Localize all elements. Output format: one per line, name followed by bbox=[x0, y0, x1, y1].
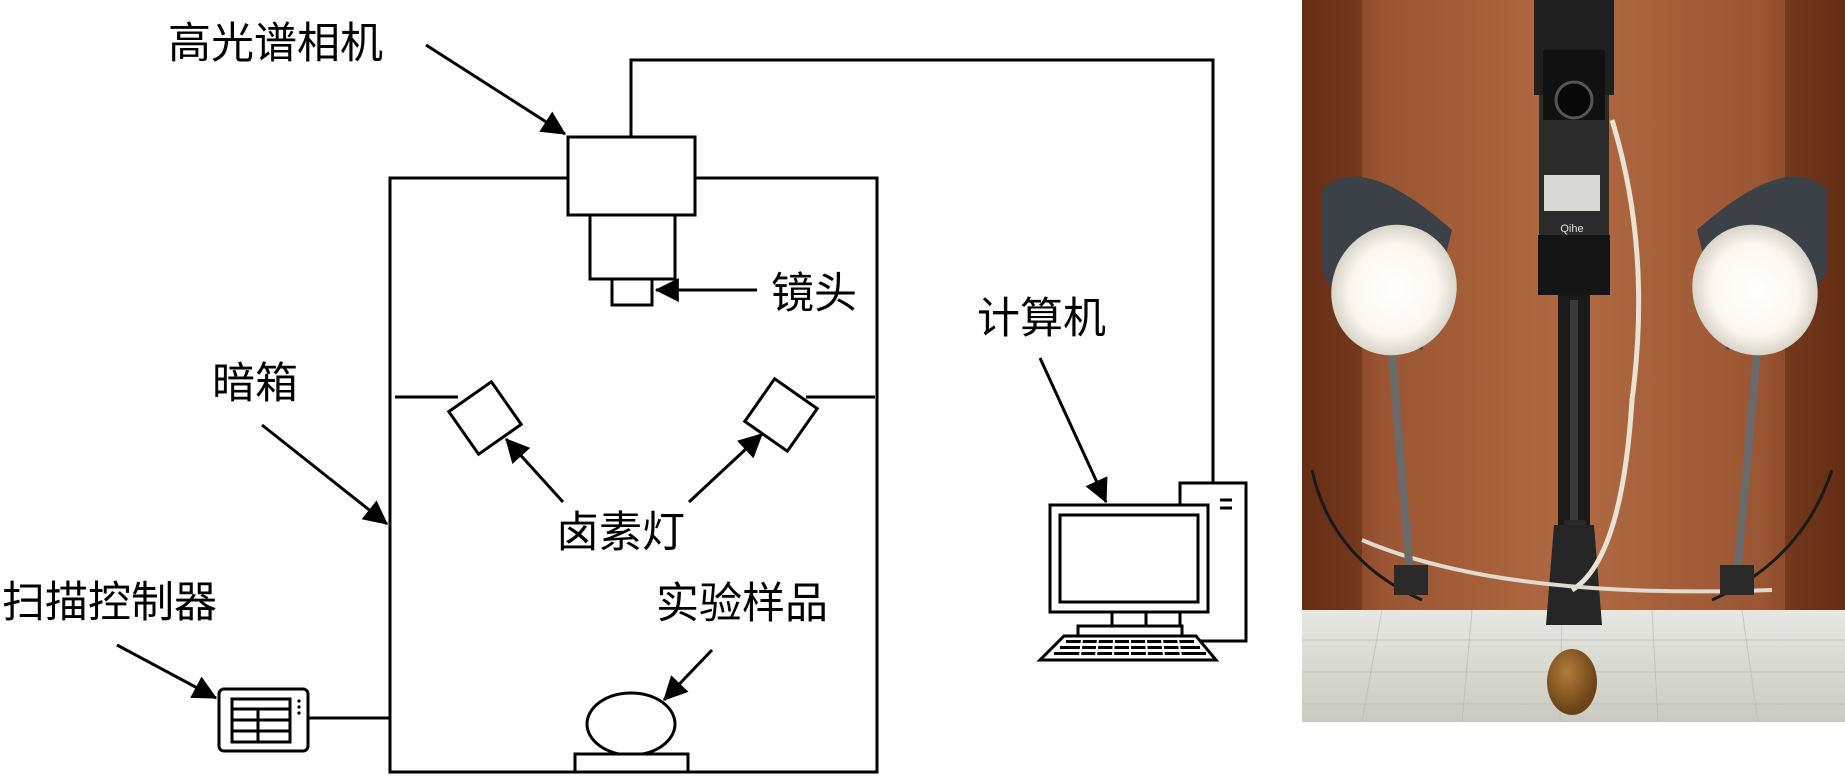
lens-barrel bbox=[588, 213, 677, 281]
left-halogen-lamp bbox=[446, 379, 524, 457]
svg-text:Qihe: Qihe bbox=[1560, 223, 1583, 235]
monitor-neck bbox=[1110, 610, 1148, 628]
right-halogen-lamp bbox=[742, 376, 820, 454]
lens-tip bbox=[610, 277, 654, 307]
camera-body bbox=[566, 135, 697, 217]
setup-photo: Qihe bbox=[1302, 0, 1845, 722]
camera-pointer-arrow bbox=[425, 43, 567, 136]
scan-controller-label: 扫描控制器 bbox=[2, 578, 217, 628]
halogen-lamp-label: 卤素灯 bbox=[556, 508, 685, 558]
camera-computer-cable bbox=[629, 58, 1215, 483]
dark-box-label: 暗箱 bbox=[212, 359, 298, 409]
computer-monitor bbox=[1048, 503, 1210, 614]
sample-pointer-arrow bbox=[662, 648, 714, 702]
sample-label: 实验样品 bbox=[656, 579, 828, 629]
schematic-diagram bbox=[116, 43, 1248, 774]
computer-label: 计算机 bbox=[977, 294, 1106, 344]
sample-stage bbox=[573, 752, 690, 774]
computer-pointer-arrow bbox=[1038, 357, 1108, 504]
lamp-right-pointer-arrow bbox=[687, 432, 764, 504]
lens-label: 镜头 bbox=[771, 269, 857, 319]
computer-screen bbox=[1058, 513, 1200, 604]
controller-pointer-arrow bbox=[116, 643, 218, 700]
lamp-left-pointer-arrow bbox=[504, 437, 565, 504]
dark-box-pointer-arrow bbox=[261, 423, 388, 526]
sample-ellipse bbox=[585, 691, 677, 757]
camera-label: 高光谱相机 bbox=[168, 19, 383, 69]
